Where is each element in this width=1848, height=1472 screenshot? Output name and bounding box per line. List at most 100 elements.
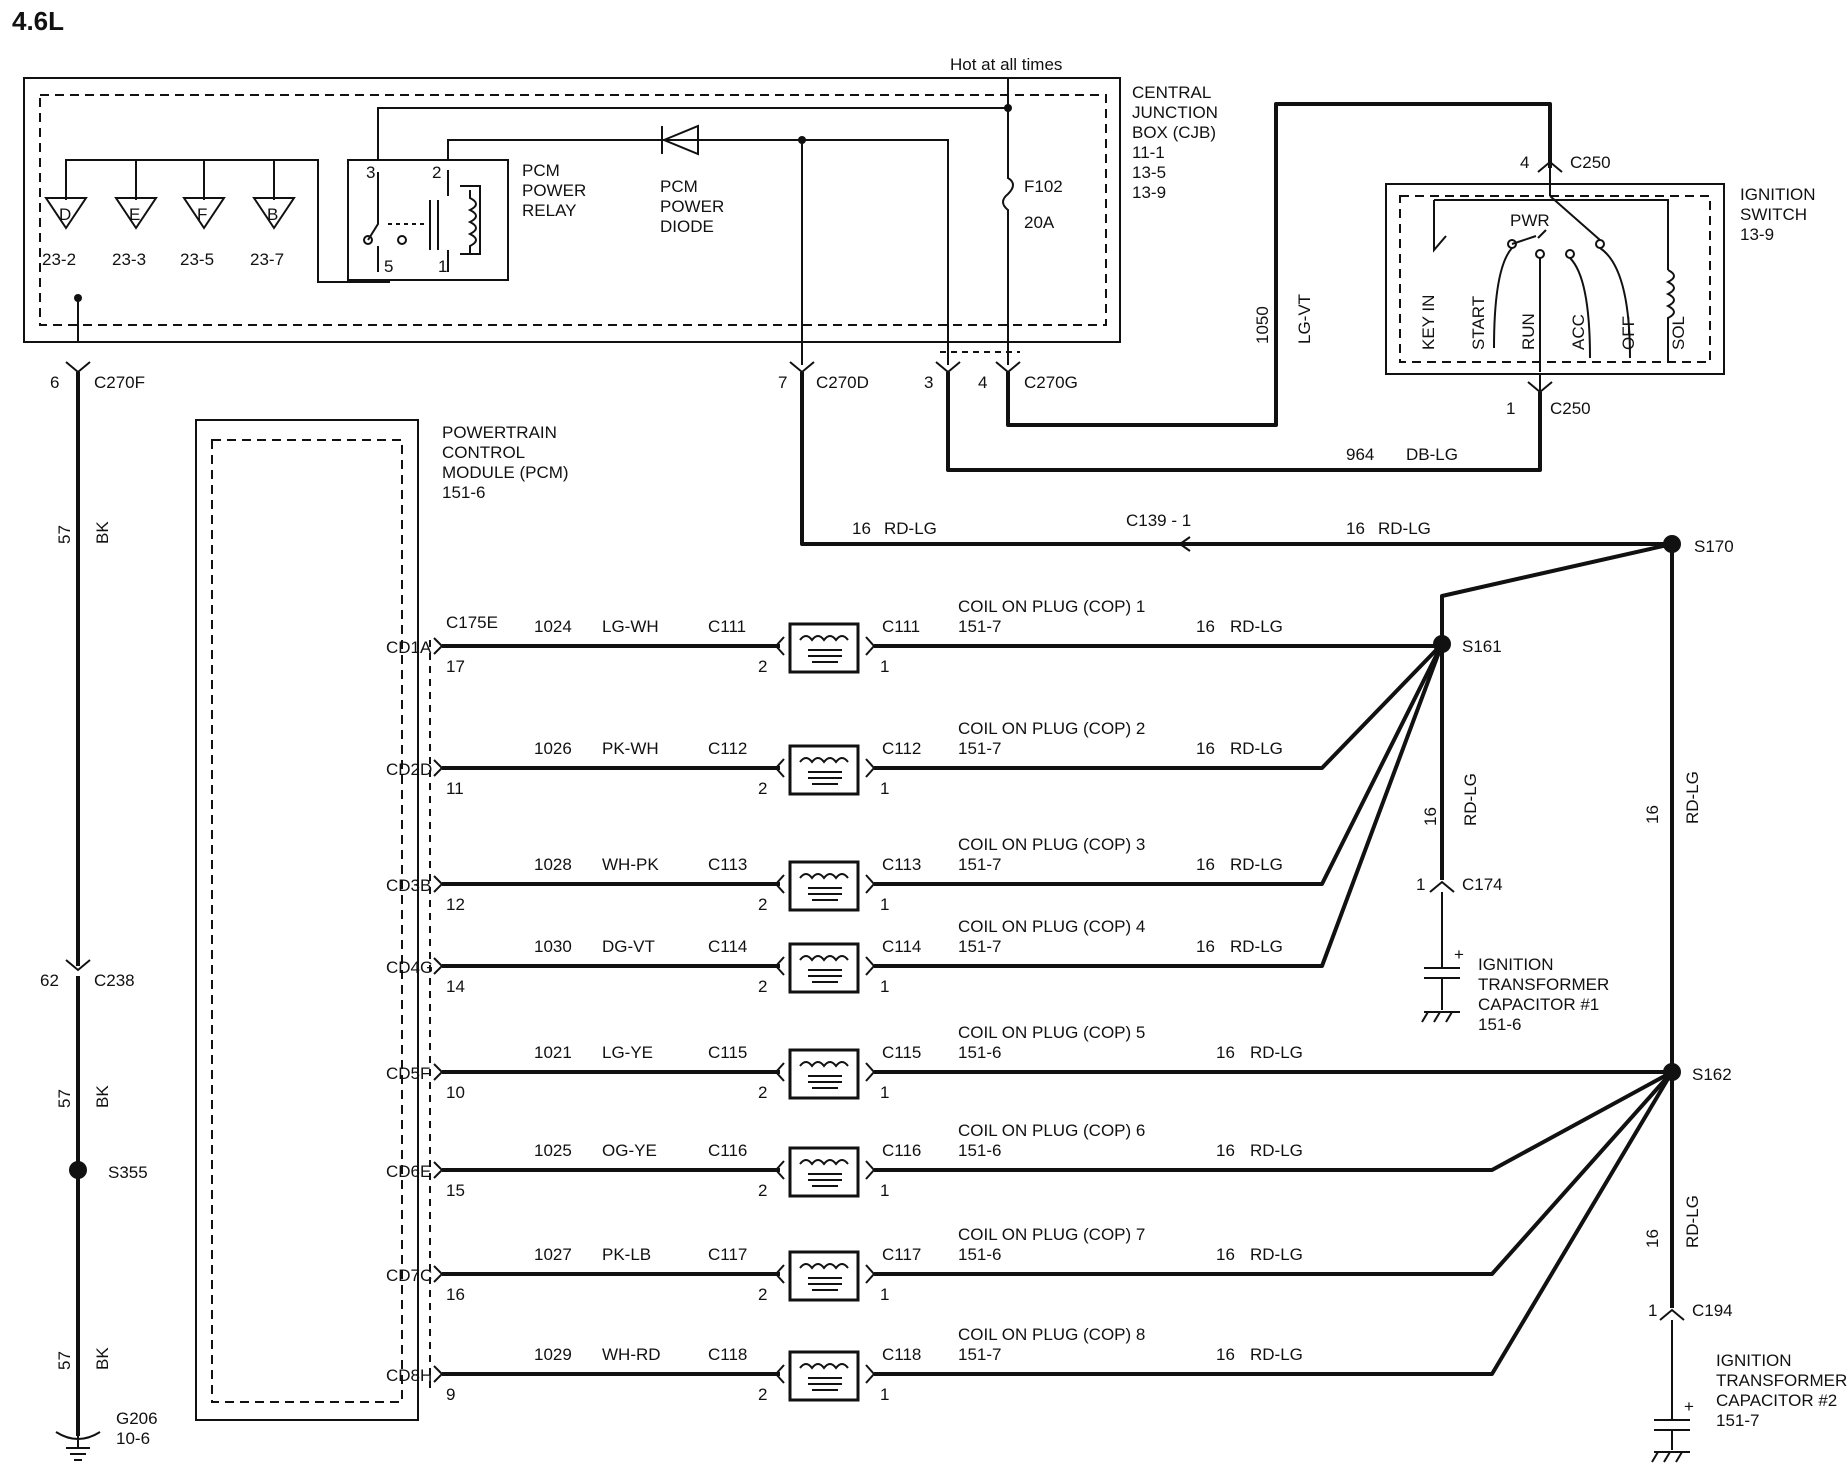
coil-right-connector[interactable] <box>865 1062 876 1082</box>
coil-on-plug-8[interactable] <box>788 1350 860 1402</box>
coil-title: COIL ON PLUG (COP) 2 <box>958 719 1145 738</box>
svg-text:TRANSFORMER: TRANSFORMER <box>1478 975 1609 994</box>
c194-label: C194 <box>1692 1301 1733 1320</box>
coil-left-connector[interactable] <box>774 956 785 976</box>
feed-gauge: 16 <box>1196 617 1215 636</box>
feed-wire-color: RD-LG <box>1250 1043 1303 1062</box>
coil-left-connector[interactable] <box>774 1062 785 1082</box>
fuse-f102[interactable] <box>1002 78 1014 365</box>
coil-left-connector[interactable] <box>774 1160 785 1180</box>
feed-wire-color: RD-LG <box>1250 1245 1303 1264</box>
svg-text:62: 62 <box>40 971 59 990</box>
c175e-terminal[interactable] <box>433 637 444 655</box>
coil-left-pin: 2 <box>758 1285 767 1304</box>
coil-left-pin: 2 <box>758 977 767 996</box>
pcm-pin-label: CD7C <box>386 1266 432 1285</box>
c238-label: C238 <box>94 971 135 990</box>
pcm-module-box[interactable] <box>195 419 419 1421</box>
c250-top-connector[interactable] <box>1537 160 1563 173</box>
coil-on-plug-2[interactable] <box>788 744 860 796</box>
c250-top-label: C250 <box>1570 153 1611 172</box>
coil-on-plug-6[interactable] <box>788 1146 860 1198</box>
feed-gauge: 16 <box>1216 1043 1235 1062</box>
svg-text:RD-LG: RD-LG <box>1683 1195 1702 1248</box>
coil-on-plug-4[interactable] <box>788 942 860 994</box>
c175e-label: C175E <box>446 613 498 632</box>
coil-on-plug-5[interactable] <box>788 1048 860 1100</box>
coil-left-connector[interactable] <box>774 758 785 778</box>
feed-gauge: 16 <box>1196 855 1215 874</box>
coil-right-connector[interactable] <box>865 758 876 778</box>
coil-on-plug-7[interactable] <box>788 1250 860 1302</box>
c194-connector[interactable] <box>1659 1308 1685 1321</box>
c175e-terminal[interactable] <box>433 1265 444 1283</box>
coil-right-connector[interactable] <box>865 1160 876 1180</box>
ignition-switch-box[interactable] <box>1385 183 1725 375</box>
coil-left-connector[interactable] <box>774 874 785 894</box>
c175e-terminal[interactable] <box>433 1365 444 1383</box>
right-connector-label: C118 <box>882 1345 921 1364</box>
coil-left-connector[interactable] <box>774 1264 785 1284</box>
c238-connector[interactable] <box>65 959 91 972</box>
c175e-terminal[interactable] <box>433 875 444 893</box>
svg-text:SWITCH: SWITCH <box>1740 205 1807 224</box>
coil-right-connector[interactable] <box>865 956 876 976</box>
c250-bottom-connector[interactable] <box>1527 381 1553 394</box>
ignition-capacitor-2[interactable]: + <box>1651 1320 1694 1463</box>
c250-bottom-label: C250 <box>1550 399 1591 418</box>
ground-symbol-b: B 23-7 <box>250 197 296 269</box>
left-connector-label: C118 <box>708 1345 747 1364</box>
svg-text:PCM: PCM <box>660 177 698 196</box>
c175e-terminal[interactable] <box>433 759 444 777</box>
coil-right-connector[interactable] <box>865 1364 876 1384</box>
coil-right-connector[interactable] <box>865 1264 876 1284</box>
svg-text:RD-LG: RD-LG <box>1683 771 1702 824</box>
cjb-inner-box <box>39 94 1107 326</box>
svg-text:RD-LG: RD-LG <box>1461 773 1480 826</box>
svg-text:3: 3 <box>924 373 933 392</box>
c174-connector[interactable] <box>1429 880 1455 893</box>
coil-left-pin: 2 <box>758 657 767 676</box>
coil-right-connector[interactable] <box>865 636 876 656</box>
coil-right-pin: 1 <box>880 1083 889 1102</box>
svg-text:RD-LG: RD-LG <box>1378 519 1431 538</box>
c175e-terminal[interactable] <box>433 957 444 975</box>
pcm-power-diode[interactable] <box>661 124 699 156</box>
coil-on-plug-1[interactable] <box>788 622 860 674</box>
splice-s355[interactable] <box>69 1161 87 1179</box>
ignition-switch-label: IGNITION SWITCH 13-9 <box>1740 185 1816 244</box>
coil-ref: 151-7 <box>958 617 1001 636</box>
wire-color: LG-YE <box>602 1043 653 1062</box>
pcm-power-relay[interactable]: 3 2 5 1 <box>347 159 509 281</box>
coil-left-pin: 2 <box>758 895 767 914</box>
wire-1050-lg-vt <box>1006 102 1552 427</box>
svg-text:JUNCTION: JUNCTION <box>1132 103 1218 122</box>
coil-left-connector[interactable] <box>774 1364 785 1384</box>
terminal-pin-number: 10 <box>446 1083 465 1102</box>
svg-text:1: 1 <box>1416 875 1425 894</box>
g206-label: G206 <box>116 1409 158 1428</box>
svg-text:16: 16 <box>1346 519 1365 538</box>
ignition-switch-internals <box>1433 168 1675 372</box>
c175e-terminal[interactable] <box>433 1063 444 1081</box>
feed-wire-color: RD-LG <box>1230 855 1283 874</box>
coil-right-connector[interactable] <box>865 874 876 894</box>
svg-text:E: E <box>129 205 140 224</box>
right-connector-label: C116 <box>882 1141 921 1160</box>
coil-ref: 151-7 <box>958 855 1001 874</box>
c270f-connector[interactable] <box>65 361 91 374</box>
wire-color: WH-PK <box>602 855 659 874</box>
pcm-pin-label: CD8H <box>386 1366 432 1385</box>
feed-gauge: 16 <box>1216 1345 1235 1364</box>
g206-ref: 10-6 <box>116 1429 150 1448</box>
c175e-terminal[interactable] <box>433 1161 444 1179</box>
coil-left-connector[interactable] <box>774 636 785 656</box>
svg-text:CENTRAL: CENTRAL <box>1132 83 1211 102</box>
ignition-capacitor-1[interactable]: + <box>1421 892 1464 1023</box>
feed-gauge: 16 <box>1196 739 1215 758</box>
ignition-capacitor-2-label: IGNITION TRANSFORMER CAPACITOR #2 151-7 <box>1716 1351 1847 1430</box>
coil-on-plug-3[interactable] <box>788 860 860 912</box>
